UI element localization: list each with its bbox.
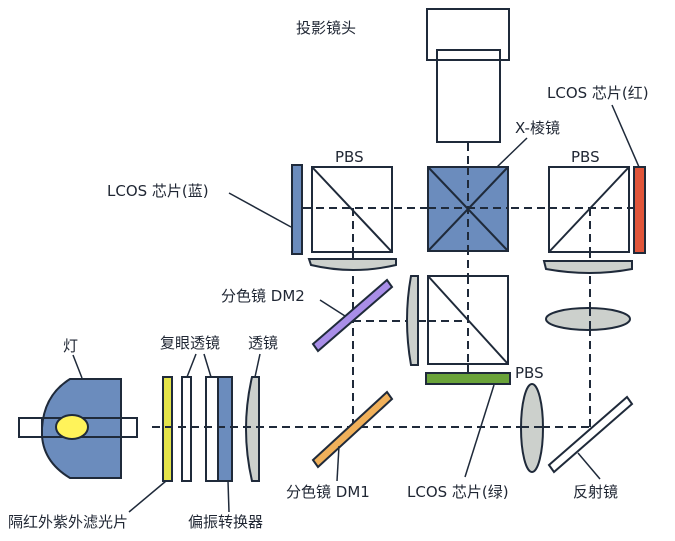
dichroic-mirror-dm1 — [311, 390, 394, 469]
lcos-chip-red — [633, 166, 646, 254]
label-pbs-left: PBS — [335, 148, 364, 166]
leader-fly-eye-1 — [186, 353, 197, 378]
reflector-mirror — [547, 395, 634, 474]
label-lcos-red: LCOS 芯片(红) — [547, 84, 649, 102]
leader-ir-uv-filter — [128, 480, 167, 513]
leader-lcos-green — [464, 384, 495, 478]
label-pbs-right: PBS — [571, 148, 600, 166]
leader-x-prism — [496, 137, 528, 168]
lens-under-pbs-left — [307, 258, 397, 271]
label-fly-eye-lens: 复眼透镜 — [160, 334, 220, 352]
label-lamp: 灯 — [63, 337, 78, 355]
leader-lcos-blue — [228, 192, 292, 228]
label-lcos-green: LCOS 芯片(绿) — [407, 483, 509, 501]
label-lens: 透镜 — [248, 334, 278, 352]
label-pbs-bottom: PBS — [515, 364, 544, 382]
leader-lamp — [72, 354, 83, 379]
leader-lcos-red — [611, 104, 640, 168]
lens-left-of-pbs-bottom — [406, 275, 419, 366]
projection-lens-barrel — [436, 49, 501, 143]
lamp-tube-left — [18, 417, 43, 438]
label-ir-uv-filter: 隔红外紫外滤光片 — [8, 513, 128, 531]
lamp-tube-right — [120, 417, 138, 438]
label-x-prism: X-棱镜 — [515, 119, 560, 137]
projection-lens — [426, 8, 510, 143]
label-lcos-blue: LCOS 芯片(蓝) — [107, 182, 209, 200]
lamp-bulb — [55, 414, 89, 440]
fly-eye-lens-1 — [181, 376, 192, 482]
ir-uv-filter — [162, 376, 173, 482]
leader-reflector — [577, 452, 601, 480]
polarization-converter — [217, 376, 233, 482]
label-dm2: 分色镜 DM2 — [221, 287, 305, 305]
lcos-chip-blue — [291, 164, 303, 255]
fly-eye-lens-2 — [205, 376, 219, 482]
lcos-chip-green — [425, 372, 511, 385]
pbs-left — [303, 166, 393, 253]
label-projection-lens: 投影镜头 — [296, 19, 356, 37]
lamp — [18, 378, 138, 479]
pbs-right — [548, 166, 633, 253]
leader-lens — [254, 353, 261, 378]
x-prism — [427, 166, 509, 252]
lens-under-pbs-right — [542, 260, 633, 274]
leader-dm1 — [336, 445, 340, 482]
lens-right-relay — [545, 307, 631, 331]
pbs-bottom — [427, 275, 509, 372]
condenser-lens — [245, 376, 260, 482]
label-reflector: 反射镜 — [573, 483, 618, 501]
leader-dm2 — [319, 299, 346, 317]
label-polarization-converter: 偏振转换器 — [188, 513, 263, 531]
label-dm1: 分色镜 DM1 — [286, 483, 370, 501]
leader-polarization-converter — [227, 480, 230, 513]
dichroic-mirror-dm2 — [311, 278, 394, 353]
leader-fly-eye-2 — [203, 353, 212, 378]
